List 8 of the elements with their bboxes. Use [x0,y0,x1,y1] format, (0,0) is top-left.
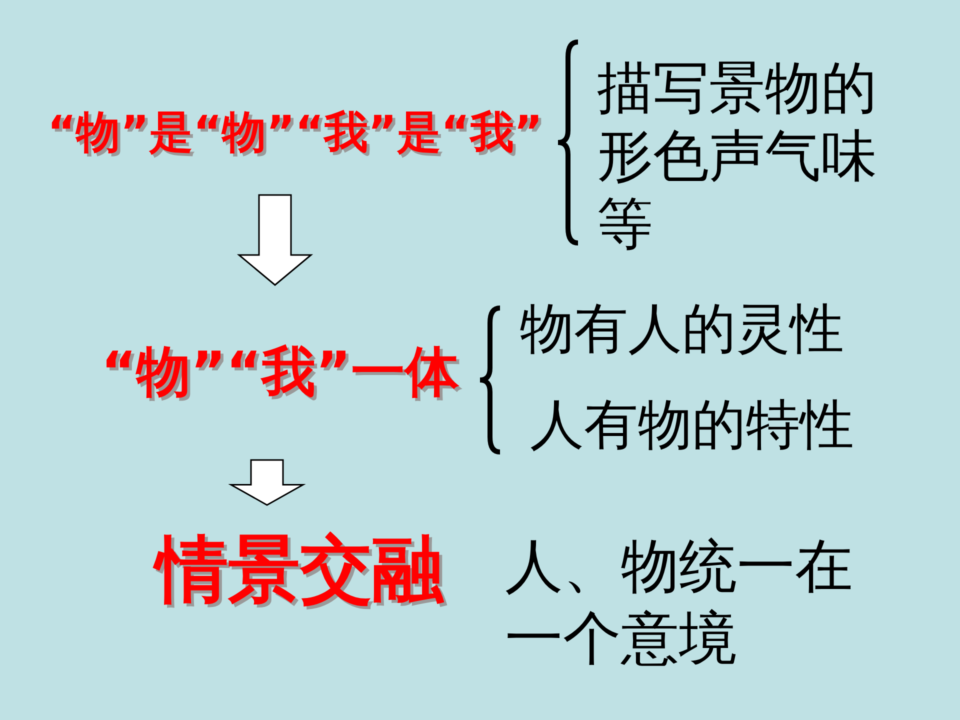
note-text: 人有物的特性 [530,392,855,458]
title-text: “物”是“物”“我”是“我” [47,106,543,160]
note-text: 描写景物的形色声气味等 [597,55,878,259]
title-text: “物”“我”一体 [101,339,459,405]
block-arrow [228,459,306,506]
note-text: 人、物统一在一个意境 [505,531,854,674]
block-arrow [236,194,314,286]
note-text: 物有人的灵性 [520,296,845,362]
